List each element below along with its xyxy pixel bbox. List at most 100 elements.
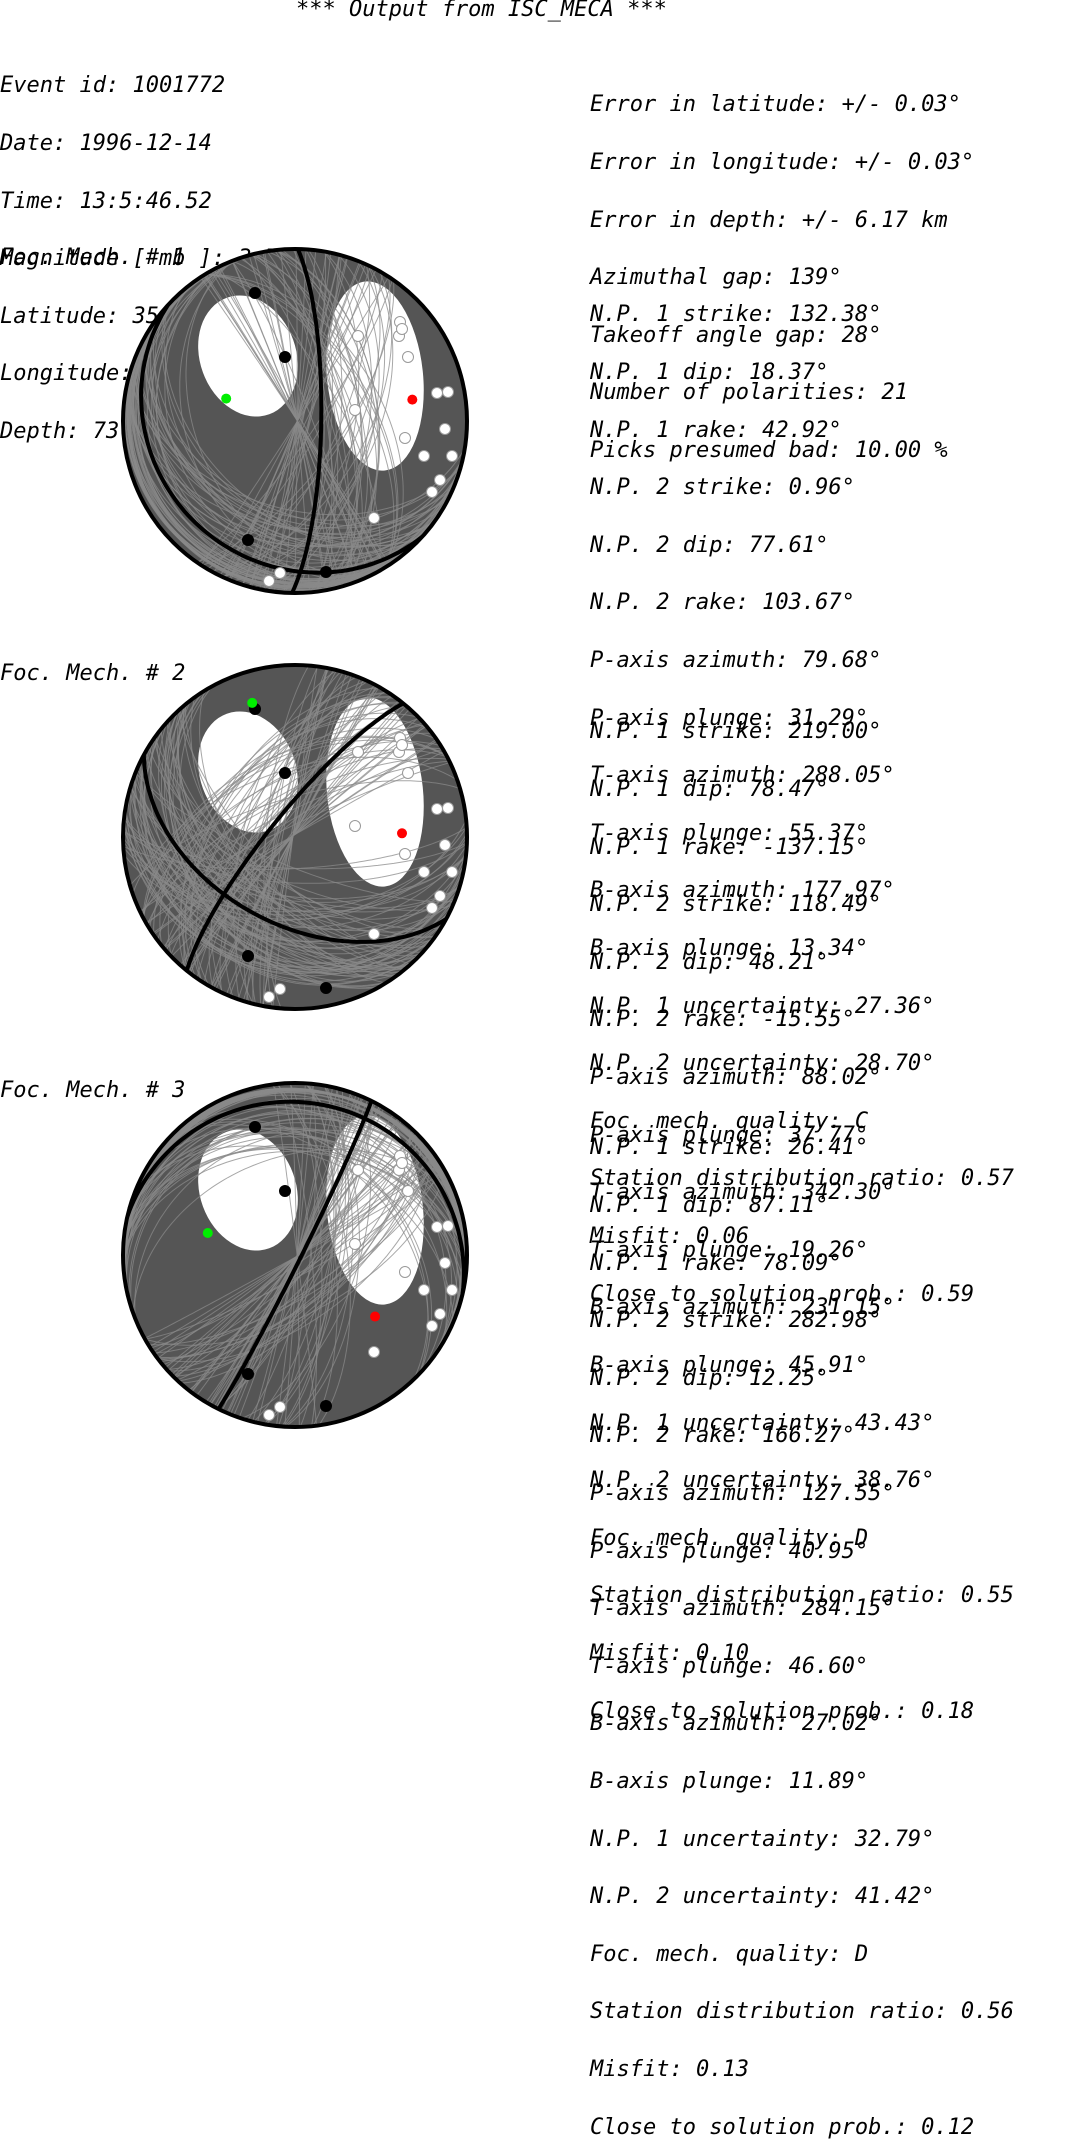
compression-station-marker (320, 1400, 332, 1412)
solution-plane-line (153, 1156, 437, 1354)
solution-plane-line (263, 1085, 347, 1425)
solution-plane-line (134, 766, 453, 974)
solution-plane-line (219, 680, 369, 993)
compression-station-marker (279, 351, 291, 363)
param-line: N.P. 2 dip: 12.25° (590, 1365, 829, 1391)
dilatation-station-marker (434, 474, 446, 486)
dilatation-station-marker (263, 991, 275, 1003)
solution-plane-line (217, 1101, 374, 1409)
dilatation-station-marker (442, 386, 454, 398)
solution-plane-line (242, 257, 348, 585)
solution-plane-line (124, 393, 466, 530)
solution-plane-line (162, 726, 428, 948)
sphere-outline (121, 247, 469, 595)
event-time: Time: 13:5:46.52 (0, 188, 212, 214)
solution-plane-line (204, 274, 398, 568)
dilatation-station-marker (274, 1401, 286, 1413)
compression-station-marker (320, 982, 332, 994)
dilatation-station-marker (396, 1157, 408, 1169)
solution-plane-line (285, 1083, 360, 1427)
solution-plane-line (142, 749, 448, 918)
sphere-outline (121, 1081, 469, 1429)
solution-plane-line (223, 264, 371, 578)
param-line: N.P. 1 rake: 78.09° (590, 1250, 842, 1276)
solution-plane-line (246, 671, 344, 1003)
solution-plane-line (162, 1144, 428, 1366)
solution-plane-line (161, 305, 423, 547)
dilatation-station-marker (442, 1220, 454, 1232)
param-line: N.P. 1 dip: 18.37° (590, 360, 829, 385)
solution-plane-line (133, 312, 429, 580)
param-line: N.P. 2 rake: -15.55° (590, 1007, 855, 1033)
param-line: N.P. 1 rake: 42.92° (590, 417, 842, 443)
azimuthal-gap: Azimuthal gap: 139° (590, 265, 842, 291)
solution-plane-line (250, 254, 378, 588)
dilatation-station-marker (434, 1308, 446, 1320)
solution-plane-line (139, 762, 451, 912)
dilatation-station-marker (418, 866, 430, 878)
param-line: N.P. 1 rake: -137.15° (590, 834, 869, 860)
param-line: N.P. 1 uncertainty: 43.43° (590, 1410, 935, 1436)
dilatation-station-marker (418, 450, 430, 462)
solution-plane-line (173, 1133, 418, 1378)
param-line: T-axis plunge: 46.60° (590, 1653, 869, 1679)
solution-plane-line (131, 1131, 459, 1310)
param-line: P-axis plunge: 37.77° (590, 1122, 869, 1148)
solution-plane-line (138, 347, 451, 536)
param-line: Foc. mech. quality: C (590, 1108, 869, 1134)
acceptable-solutions (123, 249, 466, 593)
solution-plane-line (127, 381, 463, 548)
param-line: B-axis azimuth: 231.15° (590, 1295, 895, 1321)
p-axis-marker (370, 1311, 381, 1322)
solution-plane-line (266, 251, 335, 591)
solution-plane-line (142, 722, 424, 986)
dilatation-station-marker (439, 839, 451, 851)
solution-plane-line (231, 260, 359, 582)
dilatation-station-marker (439, 423, 451, 435)
solution-plane-line (124, 814, 466, 974)
solution-plane-line (254, 253, 350, 589)
param-line: Station distribution ratio: 0.56 (590, 1999, 1014, 2025)
param-line: N.P. 1 dip: 87.11° (590, 1193, 829, 1218)
solution-plane-line (133, 776, 457, 945)
param-line: N.P. 1 strike: 132.38° (590, 302, 882, 328)
dilatation-station-marker (399, 1266, 411, 1278)
dilatation-station-marker (263, 1409, 275, 1421)
dilatation-station-marker (442, 802, 454, 814)
solution-plane-line (185, 703, 405, 971)
param-line: N.P. 1 strike: 219.00° (590, 719, 882, 745)
nodal-plane-2 (290, 249, 324, 593)
dilatation-station-marker (368, 1346, 380, 1358)
solution-plane-line (134, 1129, 456, 1320)
compression-station-marker (320, 566, 332, 578)
dilatation-station-marker (439, 1257, 451, 1269)
compression-station-marker (249, 1121, 261, 1133)
solution-plane-line (135, 771, 455, 932)
dilatation-station-marker (431, 803, 443, 815)
dilatation-station-marker (431, 387, 443, 399)
solution-plane-line (169, 1121, 433, 1374)
param-line: Close to solution prob.: 0.59 (590, 1281, 975, 1307)
dilatation-station-marker (349, 1238, 361, 1250)
event-id: Event id: 1001772 (0, 73, 226, 99)
dilatation-station-marker (399, 848, 411, 860)
solution-plane-line (274, 249, 333, 592)
param-line: B-axis plunge: 13.34° (590, 935, 869, 961)
solution-plane-line (129, 1089, 466, 1305)
param-line: P-axis plunge: 31.29° (590, 705, 869, 731)
error-depth: Error in depth: +/- 6.17 km (590, 207, 948, 233)
solution-plane-line (164, 711, 413, 973)
solution-plane-line (259, 668, 330, 1006)
solution-plane-line (123, 1129, 467, 1259)
dilatation-station-marker (402, 1185, 414, 1197)
dilatation-station-marker (446, 450, 458, 462)
solution-plane-line (177, 1128, 413, 1382)
solution-plane-line (183, 704, 406, 969)
solution-plane-line (123, 818, 467, 903)
dilatation-station-marker (352, 330, 364, 342)
solution-plane-line (146, 747, 443, 926)
nodal-plane-1 (184, 701, 405, 972)
solution-plane-line (141, 342, 449, 527)
solution-plane-line (276, 249, 339, 593)
event-errors: Error in latitude: +/- 0.03° Error in lo… (590, 57, 974, 479)
